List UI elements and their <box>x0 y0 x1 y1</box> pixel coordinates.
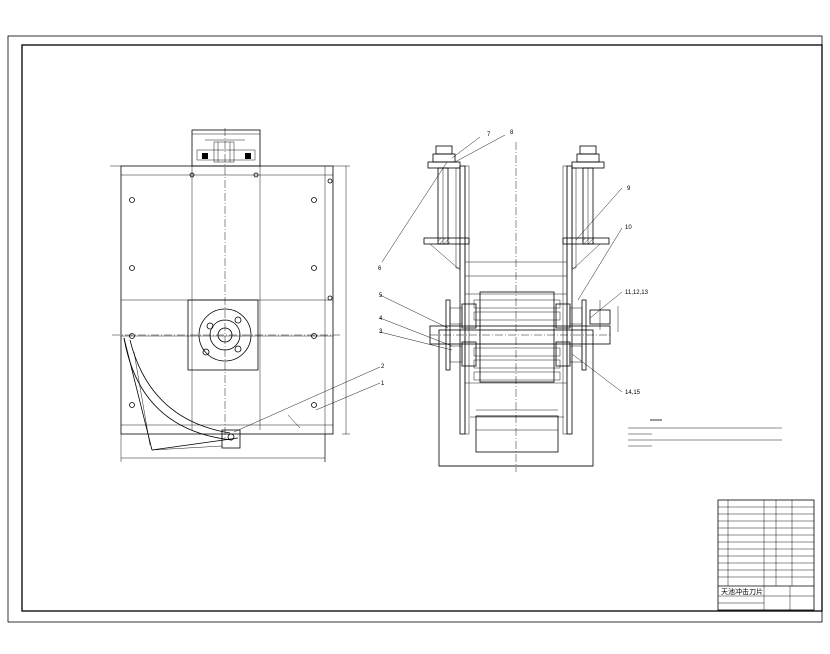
part-label: 9 <box>627 186 631 192</box>
part-label: 14,15 <box>625 390 641 396</box>
part-label: 8 <box>510 130 514 136</box>
front-view <box>110 128 350 462</box>
part-label: 5 <box>379 293 383 299</box>
part-label: 4 <box>379 316 383 322</box>
part-label: 11,12,13 <box>625 290 649 296</box>
part-label: 2 <box>381 364 385 370</box>
title-block: 天池冲击刀片 <box>717 499 815 611</box>
leader-lines <box>233 134 623 433</box>
part-number-labels: 6 7 8 5 4 3 9 10 11,12,13 14,15 2 1 <box>378 130 649 396</box>
part-label: 3 <box>379 329 383 335</box>
section-view <box>423 142 619 472</box>
technical-notes <box>628 419 782 447</box>
sheet-border <box>7 35 823 623</box>
part-label: 7 <box>487 132 491 138</box>
part-label: 10 <box>625 225 632 231</box>
part-label: 6 <box>378 266 382 272</box>
drawing-title: 天池冲击刀片 <box>721 587 763 596</box>
part-label: 1 <box>381 381 385 387</box>
